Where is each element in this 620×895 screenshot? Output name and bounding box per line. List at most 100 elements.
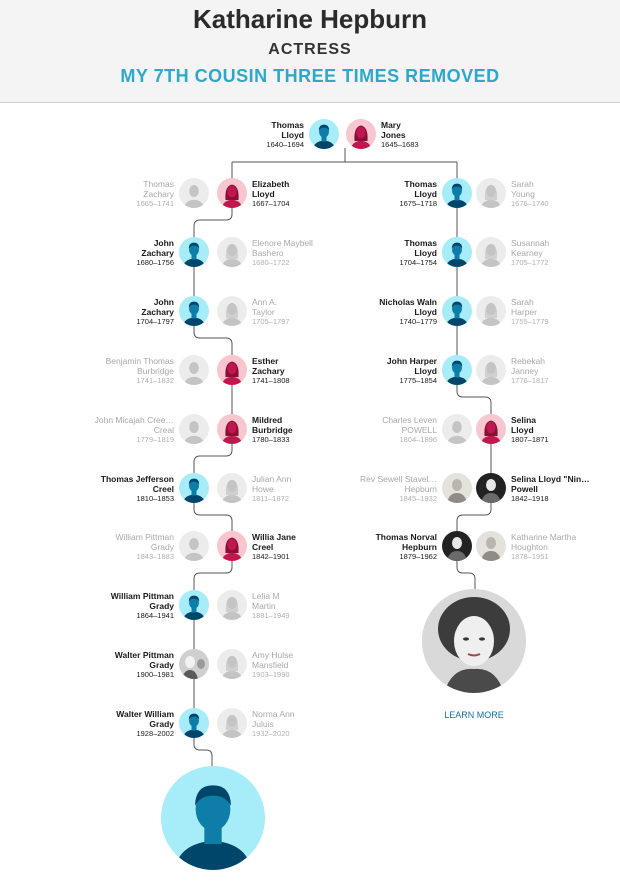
person-name-line1: Charles Leven [382,415,437,425]
person-name-line1: Thomas [271,120,304,130]
person-avatar-right[interactable] [476,414,506,444]
person-dates: 1779–1819 [136,435,174,444]
occupation: ACTRESS [268,41,352,58]
person-avatar-right[interactable] [217,708,247,738]
person-avatar-left[interactable] [442,414,472,444]
person-avatar-right[interactable] [476,355,506,385]
person-dates: 1864–1941 [136,611,174,620]
person-name-line2: Harper [511,307,537,317]
katharine-hepburn-portrait[interactable] [422,589,526,693]
learn-more-link[interactable]: LEARN MORE [444,710,504,720]
person-avatar-left[interactable] [179,708,209,738]
person-avatar-left[interactable] [179,296,209,326]
person-name-line1: William Pittman [115,532,174,542]
person-avatar-right[interactable] [476,296,506,326]
person-name-line1: Amy Hulse [252,650,294,660]
person-name-line2: Creel [152,484,174,494]
person-avatar-right[interactable] [217,414,247,444]
person-name-line1: Thomas Jefferson [100,474,174,484]
person-name-line2: Grady [149,601,174,611]
person-avatar-right[interactable] [476,473,506,503]
person-dates: 1676–1740 [511,199,549,208]
person-name-line1: Thomas [404,238,437,248]
person-avatar-right[interactable] [346,119,376,149]
person-dates: 1780–1833 [252,435,290,444]
person-avatar-left[interactable] [442,531,472,561]
person-avatar-right[interactable] [217,531,247,561]
person-avatar-left[interactable] [179,531,209,561]
person-name-line1: Thomas Norval [375,532,437,542]
person-avatar-left[interactable] [442,355,472,385]
person-avatar-right[interactable] [217,178,247,208]
person-name-line2: Lloyd [414,366,437,376]
person-avatar-right[interactable] [476,178,506,208]
person-avatar-right[interactable] [217,473,247,503]
person-avatar-left[interactable] [309,119,339,149]
person-avatar-right[interactable] [217,649,247,679]
person-avatar-left[interactable] [179,414,209,444]
person-name-line2: POWELL [401,425,437,435]
person-avatar-left[interactable] [442,178,472,208]
person-dates: 1775–1854 [399,376,437,385]
person-avatar-left[interactable] [179,590,209,620]
person-avatar-right[interactable] [217,296,247,326]
person-avatar-right[interactable] [217,355,247,385]
person-avatar-right[interactable] [476,531,506,561]
person-name-line2: Martin [252,601,276,611]
person-avatar-left[interactable] [179,355,209,385]
person-avatar-left[interactable] [179,237,209,267]
person-dates: 1776–1817 [511,376,549,385]
person-name-line2: Kearney [511,248,543,258]
person-name-line2: Jones [381,130,406,140]
person-avatar-right[interactable] [217,590,247,620]
person-avatar-left[interactable] [179,178,209,208]
person-avatar-left[interactable] [442,237,472,267]
person-avatar-right[interactable] [217,237,247,267]
person-avatar-left[interactable] [179,649,209,679]
person-name-line2: Houghton [511,542,548,552]
person-name-line2: Lloyd [414,189,437,199]
person-avatar-left[interactable] [442,473,472,503]
person-name-line2: Lloyd [414,248,437,258]
person-avatar-left[interactable] [179,473,209,503]
person-avatar-right[interactable] [476,237,506,267]
person-dates: 1755–1779 [511,317,549,326]
person-avatar-left[interactable] [442,296,472,326]
